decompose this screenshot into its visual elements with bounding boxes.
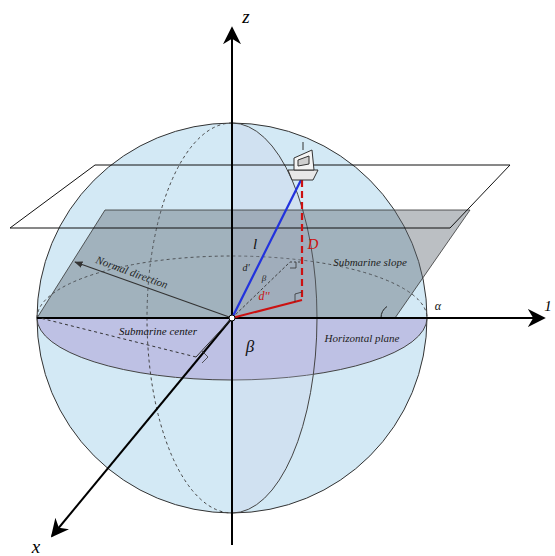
distance-label: d'' xyxy=(258,290,269,302)
projection-dashed xyxy=(40,318,196,357)
right-angle-mark xyxy=(290,262,296,268)
y-axis xyxy=(37,317,544,319)
angle-label: β xyxy=(262,274,266,283)
z-axis-lower xyxy=(231,318,233,545)
distance-label: l xyxy=(253,237,257,252)
projection-line xyxy=(196,318,232,357)
plane-label: Submarine slope xyxy=(333,257,407,268)
point-label: Submarine center xyxy=(119,326,197,337)
angle-label: α xyxy=(435,300,441,312)
z-axis xyxy=(231,28,233,318)
x-axis xyxy=(52,318,232,536)
submarine-center-dot xyxy=(229,315,235,321)
upper-plane xyxy=(10,165,510,228)
axis-label: z xyxy=(242,7,249,26)
depth-label: D xyxy=(308,237,319,252)
distance-l-line xyxy=(232,178,302,318)
normal-arrow xyxy=(75,262,232,318)
depth-d-line xyxy=(301,180,303,300)
angle-label: β xyxy=(246,338,254,355)
distance-label: d' xyxy=(242,263,249,273)
axis-label: 1 xyxy=(544,299,552,314)
alpha-arc xyxy=(381,307,387,319)
d-double-prime-line xyxy=(232,300,302,318)
right-angle-mark xyxy=(295,292,302,302)
axis-label: x xyxy=(32,537,40,556)
right-angle-mark xyxy=(202,351,208,363)
ship-icon xyxy=(288,142,318,180)
slope-plane xyxy=(37,210,470,318)
plane-label: Horizontal plane xyxy=(325,333,400,344)
